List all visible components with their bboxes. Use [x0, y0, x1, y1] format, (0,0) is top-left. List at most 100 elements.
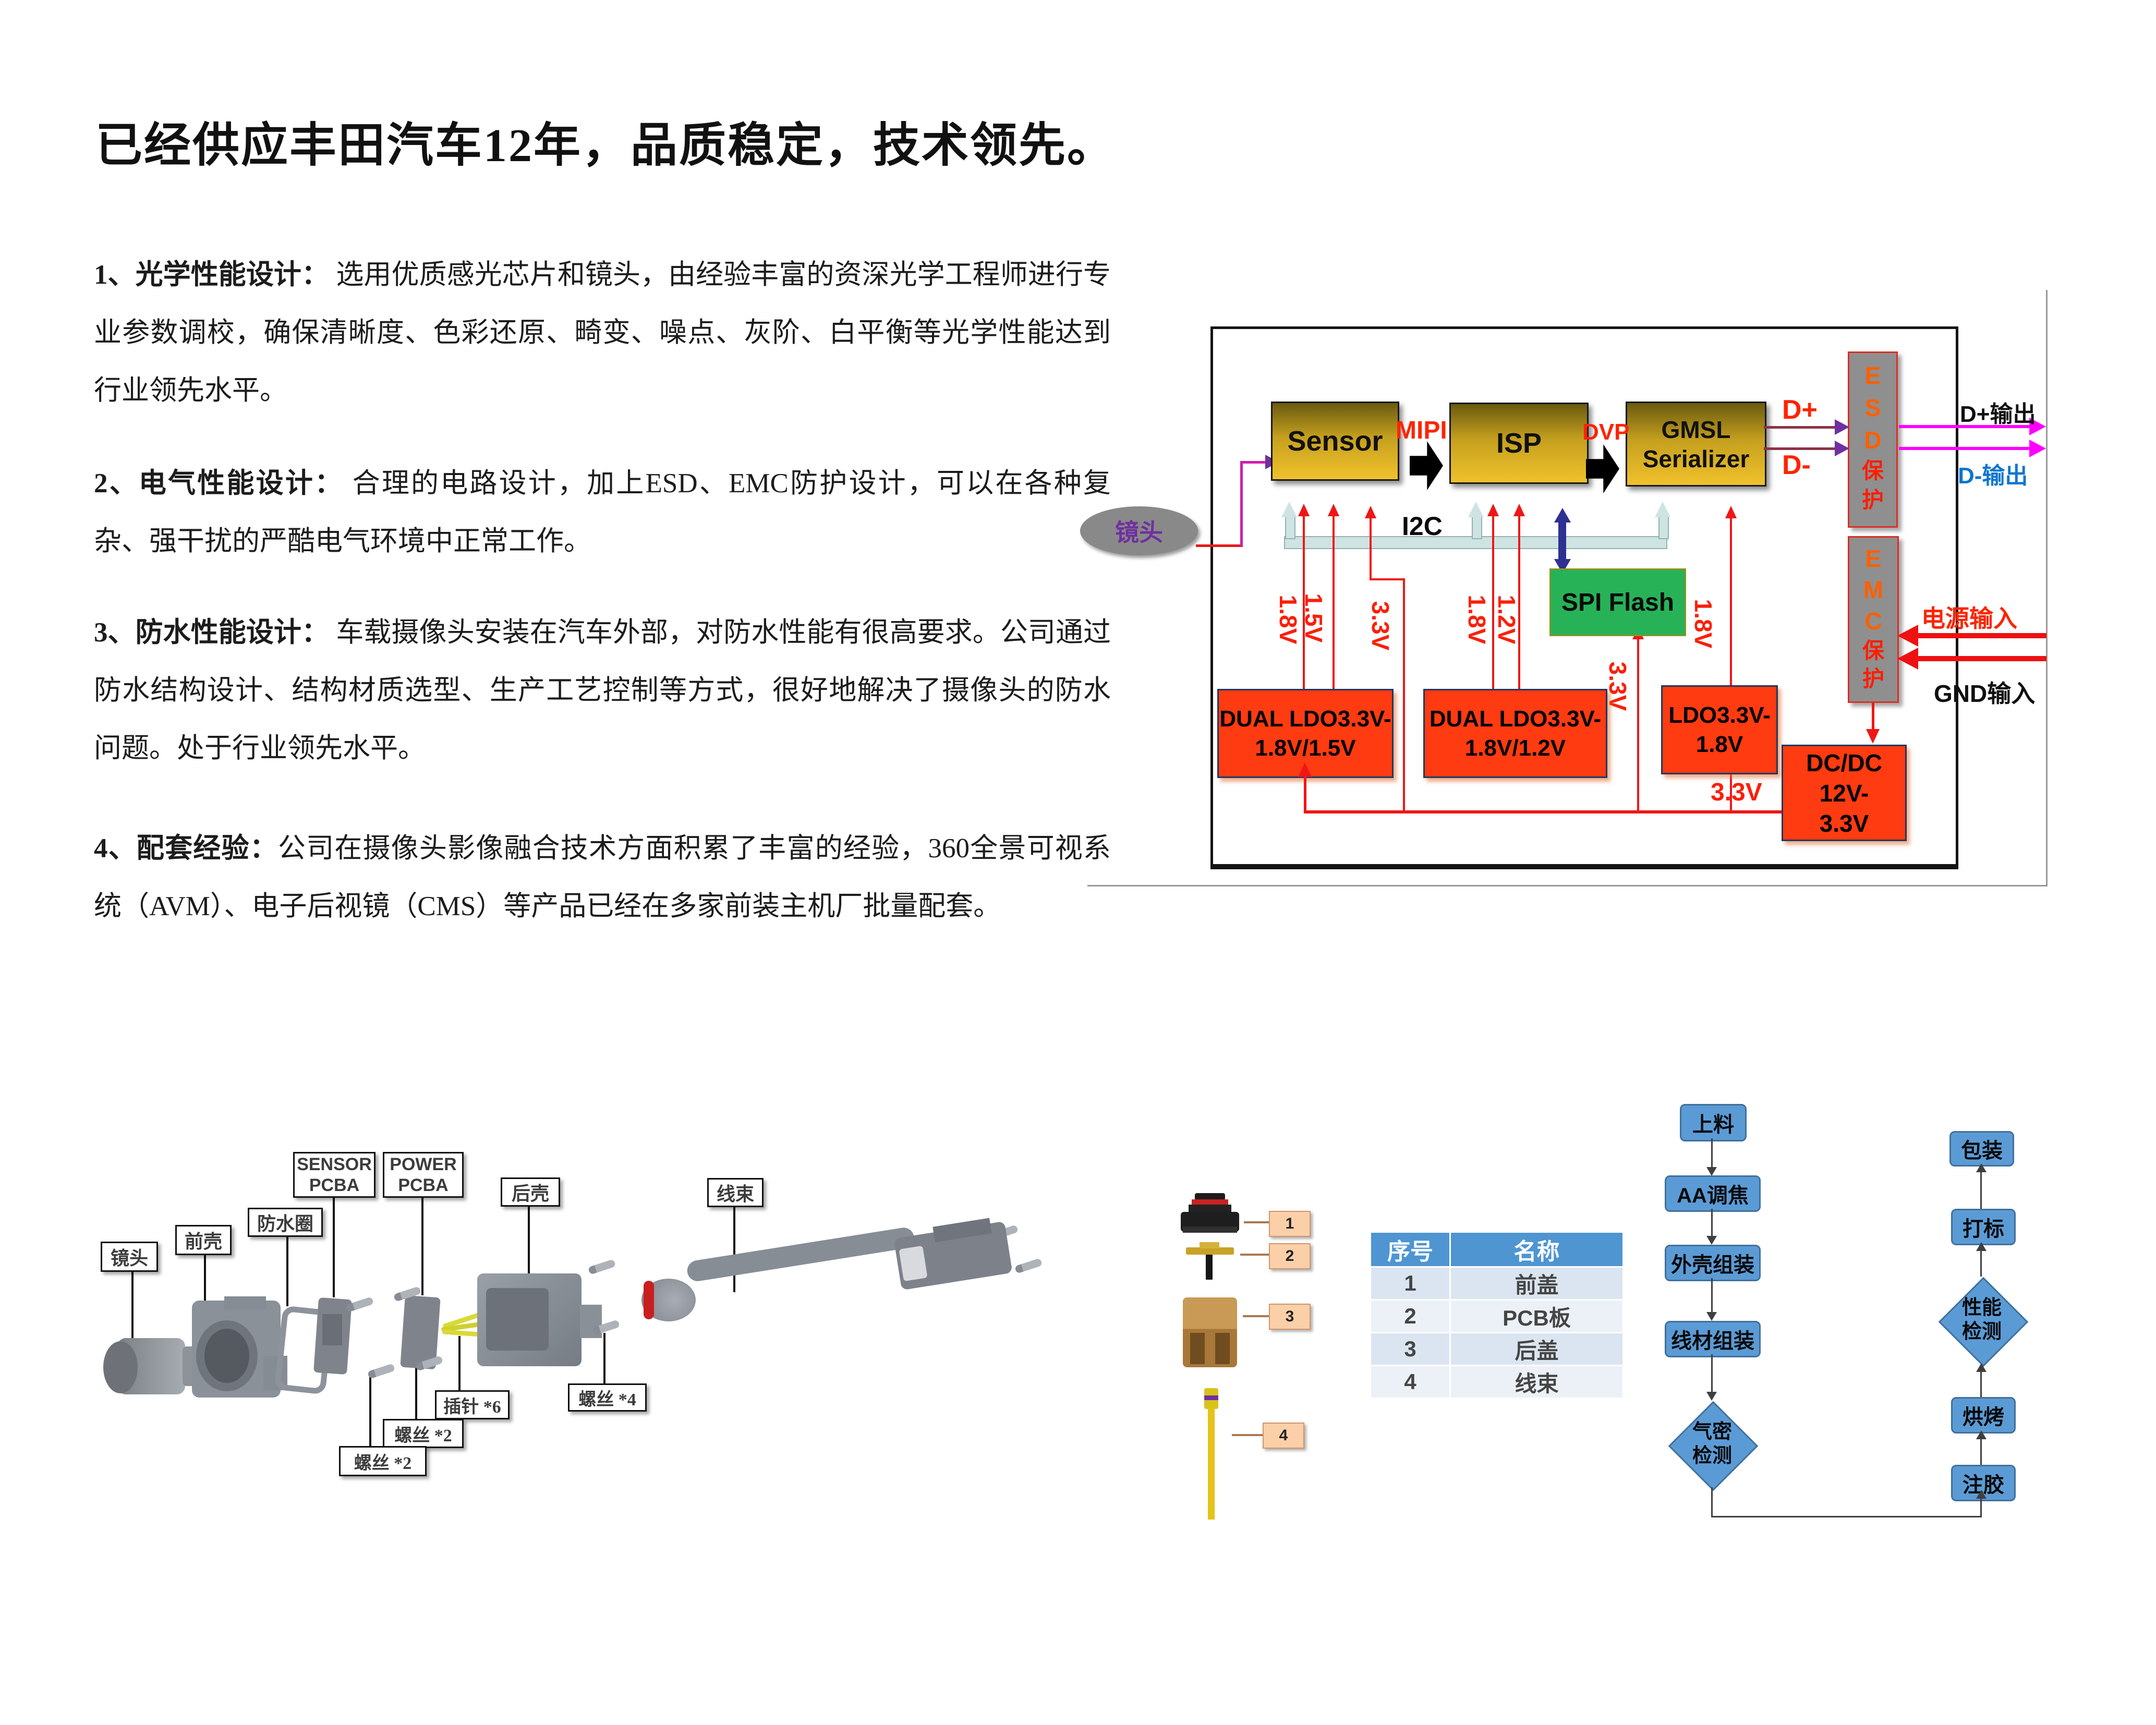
rail-3v3 — [1304, 810, 1782, 813]
figure-border-bottom — [1087, 885, 2048, 886]
rail-3v3-label: 3.3V — [1711, 779, 1762, 806]
leader-line — [286, 1234, 288, 1306]
flow-connector — [1980, 1370, 1982, 1397]
exploded-label-screws4: 螺丝 *4 — [568, 1383, 647, 1412]
flow-arrow-up-icon — [1976, 1242, 1987, 1251]
leader-line — [369, 1372, 371, 1446]
leader-line — [458, 1336, 461, 1390]
spi-bus-stem — [1558, 521, 1566, 560]
exploded-label-sensor-pcba: SENSOR PCBA — [293, 1152, 376, 1198]
photo-front-cap-mid — [1189, 1205, 1231, 1213]
exploded-label-rear-shell: 后壳 — [501, 1177, 560, 1207]
exploded-label-waterproof-ring: 防水圈 — [248, 1208, 323, 1237]
table-cell-index: 4 — [1371, 1366, 1451, 1398]
dcdc-box: DC/DC 12V- 3.3V — [1782, 745, 1907, 841]
supply-line-1v8-isp — [1492, 516, 1494, 689]
supply-line-1v5-sensor — [1333, 516, 1335, 689]
flow-connector — [1980, 1249, 1982, 1277]
isp-box: ISP — [1449, 403, 1589, 484]
table-header-row: 序号 名称 — [1371, 1233, 1622, 1268]
table-row: 4 线束 — [1371, 1366, 1622, 1398]
photo-rear-cover-slot — [1215, 1333, 1230, 1364]
esd-cn-label: 保 护 — [1861, 458, 1884, 512]
leader-line — [733, 1204, 735, 1292]
power-in-arrowhead-icon — [1897, 625, 1918, 647]
supply-line-1v8-gmsl — [1730, 518, 1732, 811]
gmsl-to-esd-arrowhead-icon — [1835, 441, 1849, 456]
photo-leader — [1243, 1315, 1269, 1317]
gmsl-serializer-box: GMSL Serializer — [1626, 402, 1766, 487]
voltage-label-1v5-sensor: 1.5V — [1300, 593, 1327, 643]
supply-line-1v2-isp — [1518, 516, 1520, 689]
leader-line — [415, 1359, 417, 1419]
emc-protection-box: E M C 保 护 — [1848, 536, 1899, 703]
voltage-label-1v8-isp: 1.8V — [1463, 594, 1491, 645]
exploded-label-pins: 插针 *6 — [435, 1390, 510, 1419]
supply-elbow — [1370, 578, 1404, 580]
sensor-pcba-detail — [322, 1314, 342, 1345]
emc-cn-label: 保 护 — [1862, 638, 1884, 691]
dvp-label: DVP — [1582, 419, 1630, 445]
gmsl-to-esd-line — [1764, 426, 1838, 429]
i2c-up-arrow-stem — [1658, 516, 1669, 539]
paragraph-optical-label: 1、光学性能设计： — [94, 260, 330, 290]
photo-leader — [1232, 1434, 1263, 1436]
exploded-label-screws2a: 螺丝 *2 — [383, 1419, 464, 1448]
paragraph-waterproof-text: 车载摄像头安装在汽车外部，对防水性能有很高要求。公司通过防水结构设计、结构材质选… — [94, 617, 1111, 763]
d-minus-out-label: D-输出 — [1958, 463, 2028, 489]
flow-connector — [1711, 1278, 1713, 1313]
flow-connector — [1711, 1516, 1981, 1517]
gnd-in-arrowhead-icon — [1897, 648, 1918, 670]
supply-line-1v8-sensor — [1303, 516, 1305, 689]
table-row: 1 前盖 — [1371, 1268, 1622, 1301]
voltage-label-3v3-spi: 3.3V — [1604, 661, 1631, 711]
cable-part — [685, 1226, 916, 1283]
photo-rear-cover-slot — [1190, 1333, 1205, 1364]
photo-pcb-hump — [1200, 1242, 1219, 1248]
supply-arrowhead-icon — [1298, 504, 1310, 516]
photo-pcb-bar — [1186, 1247, 1234, 1255]
leader-line — [421, 1195, 423, 1295]
flow-arrow-up-icon — [1976, 1490, 1987, 1499]
leader-line — [603, 1333, 605, 1383]
flow-step-shell-assembly: 外壳组装 — [1665, 1245, 1761, 1281]
emc-letters: E M C — [1863, 545, 1884, 635]
flow-connector — [1711, 1209, 1713, 1237]
table-row: 2 PCB板 — [1371, 1301, 1622, 1333]
i2c-up-arrow-icon — [1468, 502, 1484, 517]
paragraph-experience-text: 公司在摄像头影像融合技术方面积累了丰富的经验，360全景可视系统（AVM）、电子… — [94, 833, 1111, 921]
photo-leader — [1240, 1254, 1269, 1256]
gmsl-to-esd-line — [1764, 447, 1838, 450]
supply-drop-3v3 — [1403, 578, 1405, 812]
page-title: 已经供应丰田汽车12年，品质稳定，技术领先。 — [95, 120, 1116, 172]
screw-part — [587, 1259, 616, 1275]
voltage-label-1v8-gmsl: 1.8V — [1690, 599, 1717, 649]
voltage-label-1v8-sensor: 1.8V — [1275, 594, 1302, 645]
esd-protection-box: E S D 保 护 — [1848, 351, 1898, 528]
paragraph-electrical-label: 2、电气性能设计： — [94, 468, 344, 499]
screw-part — [367, 1363, 396, 1379]
flow-step-airtight-test: 气密 检测 — [1692, 1421, 1732, 1467]
mipi-label: MIPI — [1396, 417, 1447, 444]
cable-red-seal — [644, 1281, 654, 1319]
exploded-label-power-pcba: POWER PCBA — [383, 1152, 464, 1198]
flow-connector — [1711, 1354, 1713, 1393]
table-row: 3 后盖 — [1371, 1333, 1622, 1366]
photo-front-cap-red-ring — [1192, 1199, 1228, 1206]
d-plus-label: D+ — [1782, 395, 1818, 425]
leader-line — [204, 1252, 206, 1319]
table-cell-name: 线束 — [1451, 1366, 1622, 1398]
esd-letters: E S D — [1864, 362, 1882, 454]
paragraph-optical: 1、光学性能设计： 选用优质感光芯片和镜头，由经验丰富的资深光学工程师进行专业参… — [94, 246, 1111, 420]
photo-leader — [1244, 1221, 1269, 1223]
photo-tag-2: 2 — [1269, 1243, 1311, 1269]
rail-to-ldo1-stem — [1304, 777, 1306, 811]
table-cell-index: 2 — [1371, 1301, 1451, 1333]
parts-table: 序号 名称 1 前盖 2 PCB板 3 后盖 4 线束 — [1371, 1233, 1622, 1398]
supply-line-3v3-spi — [1637, 639, 1639, 811]
flow-step-wire-assembly: 线材组装 — [1665, 1321, 1761, 1357]
flow-connector — [1980, 1171, 1982, 1209]
d-minus-out-line — [1899, 447, 2031, 450]
flow-step-bake: 烘烤 — [1951, 1397, 2016, 1434]
